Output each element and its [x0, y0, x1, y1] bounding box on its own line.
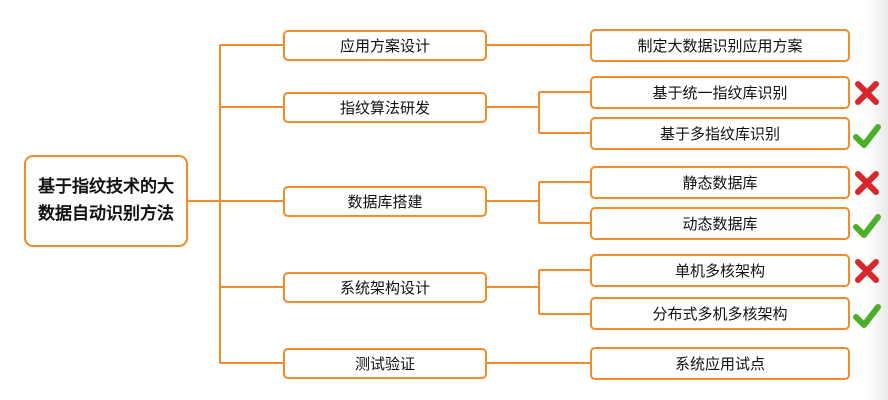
leaf-node: 制定大数据识别应用方案 — [590, 29, 850, 62]
green-check-icon — [853, 214, 881, 238]
branch-node: 数据库搭建 — [283, 186, 487, 217]
branch-node: 应用方案设计 — [283, 30, 487, 61]
leaf-node: 静态数据库 — [590, 166, 850, 199]
branch-node: 系统架构设计 — [283, 272, 487, 303]
leaf-node: 分布式多机多核架构 — [590, 297, 850, 330]
red-x-icon — [855, 171, 879, 195]
leaf-node: 动态数据库 — [590, 207, 850, 240]
leaf-node: 基于统一指纹库识别 — [590, 76, 850, 109]
root-node: 基于指纹技术的大数据自动识别方法 — [24, 155, 188, 247]
green-check-icon — [853, 304, 881, 328]
red-x-icon — [855, 259, 879, 283]
branch-node: 指纹算法研发 — [283, 92, 487, 123]
leaf-node: 系统应用试点 — [590, 347, 850, 380]
leaf-node: 单机多核架构 — [590, 254, 850, 287]
leaf-node: 基于多指纹库识别 — [590, 117, 850, 150]
branch-node: 测试验证 — [283, 348, 487, 379]
red-x-icon — [855, 81, 879, 105]
green-check-icon — [853, 124, 881, 148]
